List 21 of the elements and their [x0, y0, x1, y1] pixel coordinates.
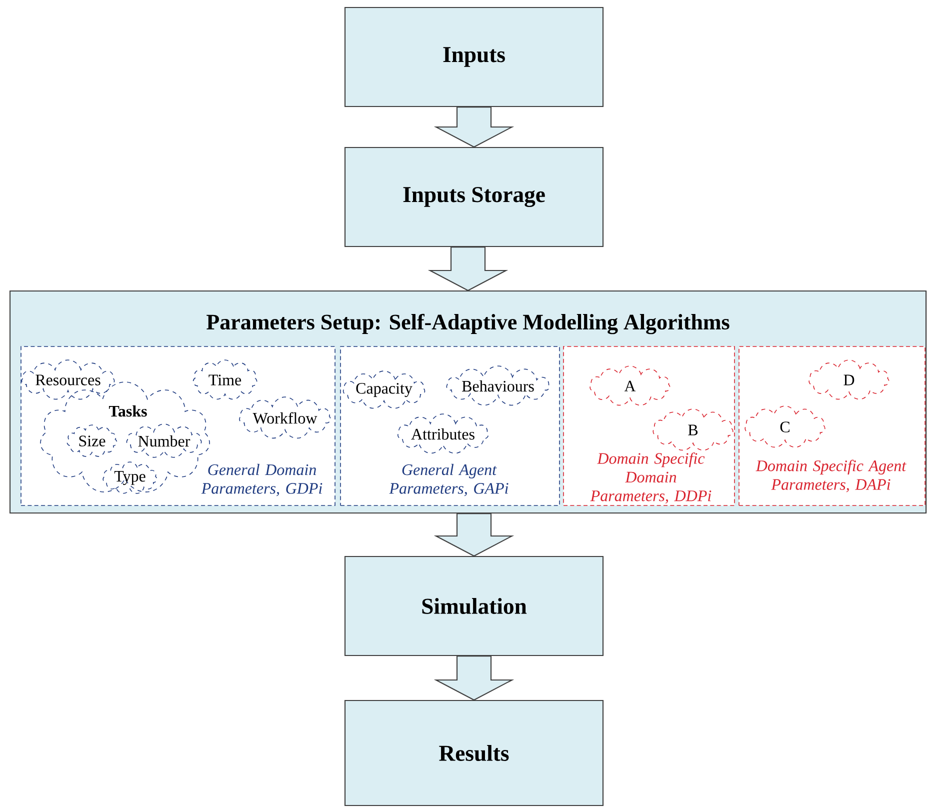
cloud: Attributes — [397, 414, 489, 454]
cloud: Size — [66, 424, 118, 457]
cloud: Behaviours — [446, 366, 550, 406]
block-arrow — [434, 513, 514, 557]
cloud: B — [652, 408, 734, 451]
process-box: Results — [344, 700, 604, 806]
cloud: Number — [126, 424, 202, 458]
cloud: A — [590, 366, 670, 406]
process-box: Simulation — [344, 556, 604, 656]
cloud: Time — [192, 360, 258, 400]
cloud: Resources — [21, 360, 115, 400]
cloud: Workflow — [239, 396, 331, 439]
process-box: Inputs Storage — [344, 146, 604, 248]
cloud: Capacity — [342, 370, 426, 409]
block-arrow — [434, 106, 514, 148]
cloud: Type — [102, 462, 158, 494]
block-arrow — [428, 246, 508, 292]
process-box: Inputs — [344, 6, 604, 108]
cloud: C — [744, 406, 826, 448]
cloud: D — [808, 360, 890, 400]
block-arrow — [434, 656, 514, 701]
